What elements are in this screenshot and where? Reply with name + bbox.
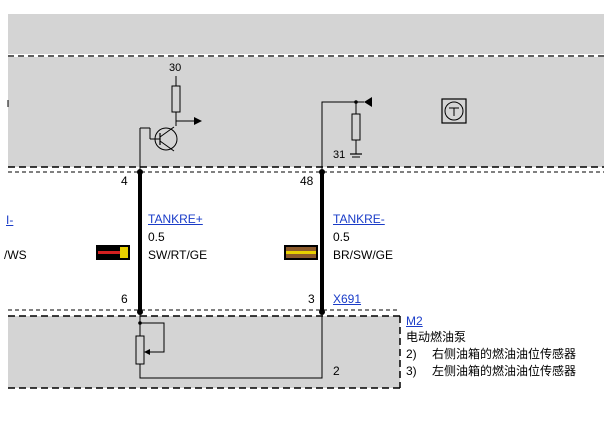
top-module xyxy=(8,57,604,167)
transistor-symbol-icon xyxy=(139,76,202,172)
left-gauge: 0.5 xyxy=(148,230,165,244)
left-pin-bottom: 6 xyxy=(121,292,128,306)
resistor-icon xyxy=(321,97,372,172)
bottom-pin-2: 2 xyxy=(333,364,340,378)
left-pin-top: 4 xyxy=(121,174,128,188)
top-band xyxy=(8,14,604,54)
right-colors: BR/SW/GE xyxy=(333,248,394,262)
right-signal-link[interactable]: TANKRE- xyxy=(333,212,385,226)
left-colors: SW/RT/GE xyxy=(148,248,208,262)
edge-left-link[interactable]: I- xyxy=(6,213,14,227)
connector-link-x691[interactable]: X691 xyxy=(333,292,362,306)
terminal-31-label: 31 xyxy=(333,149,346,161)
ground-icon xyxy=(350,153,362,158)
bottom-module xyxy=(8,316,400,388)
color-swatch-right xyxy=(284,245,318,260)
color-swatch-left xyxy=(96,245,130,260)
legend-num-1: 2) xyxy=(406,347,417,361)
potentiometer-icon xyxy=(135,312,323,379)
module-symbol-icon xyxy=(441,98,467,124)
module-link-m2[interactable]: M2 xyxy=(406,314,423,328)
left-signal-link[interactable]: TANKRE+ xyxy=(148,212,203,226)
legend-text-1: 右侧油箱的燃油油位传感器 xyxy=(432,347,577,361)
right-gauge: 0.5 xyxy=(333,230,350,244)
edge-left-colors: /WS xyxy=(4,248,27,262)
terminal-30-label: 30 xyxy=(169,62,182,74)
right-pin-bottom: 3 xyxy=(308,292,315,306)
right-pin-top: 48 xyxy=(300,174,314,188)
legend-num-2: 3) xyxy=(406,364,417,378)
module-name: 电动燃油泵 xyxy=(406,330,467,344)
legend-text-2: 左侧油箱的燃油油位传感器 xyxy=(432,364,577,378)
